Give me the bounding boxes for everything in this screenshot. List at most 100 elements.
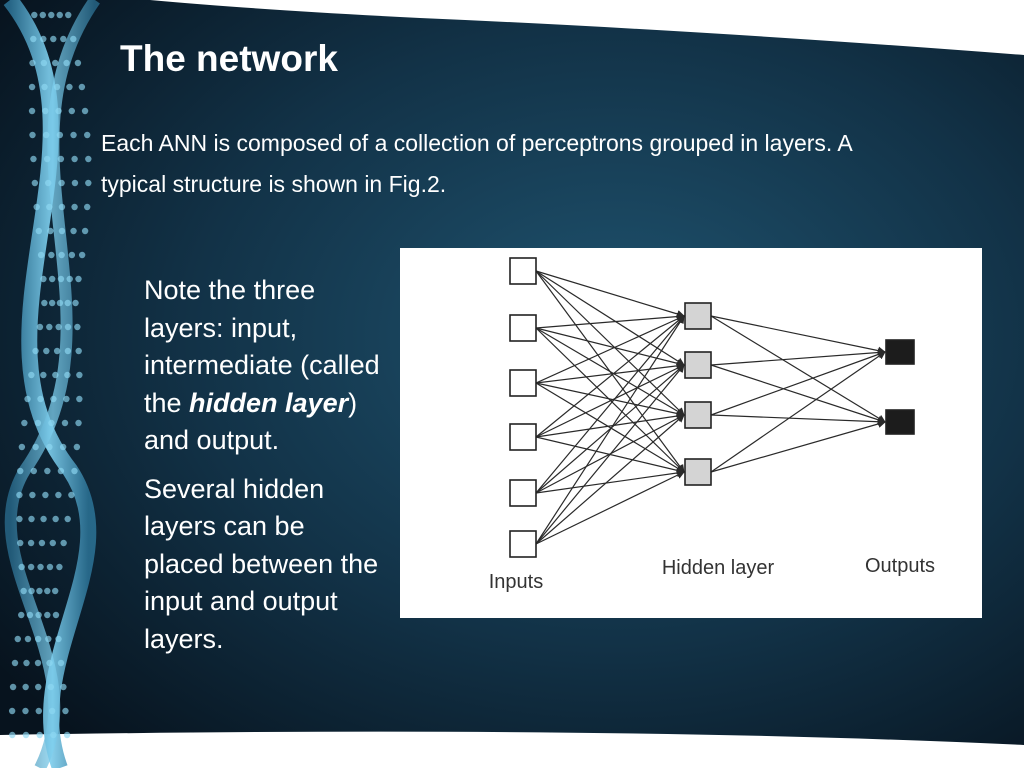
dna-helix-decoration — [3, 0, 100, 768]
connection-line — [710, 315, 886, 423]
connection-line — [710, 350, 886, 416]
input-node — [509, 479, 537, 507]
helix-dot — [17, 539, 24, 547]
helix-dot — [23, 659, 30, 667]
connection-line — [535, 382, 685, 473]
helix-dot — [37, 251, 45, 259]
helix-dot — [45, 635, 52, 643]
connection-line — [535, 382, 685, 418]
connection-line — [710, 420, 886, 473]
helix-dot — [16, 491, 23, 499]
helix-dot — [35, 707, 42, 715]
helix-dot — [70, 227, 77, 235]
helix-dot — [52, 371, 59, 379]
helix-dot — [52, 515, 59, 523]
helix-dot — [22, 683, 29, 691]
connection-line — [535, 327, 685, 416]
helix-dot — [29, 131, 36, 139]
helix-dot — [68, 491, 75, 499]
input-node — [509, 314, 537, 342]
helix-dot — [59, 443, 67, 451]
helix-dot — [31, 11, 38, 19]
output-layer-label: Outputs — [865, 555, 935, 577]
side-paragraph-hidden-layers: Several hidden layers can be placed betw… — [144, 473, 379, 654]
helix-dot — [58, 227, 66, 235]
helix-dot — [57, 275, 65, 283]
helix-dot — [47, 227, 54, 235]
helix-dot — [71, 203, 78, 211]
helix-dot — [58, 179, 65, 187]
helix-dot — [40, 275, 47, 283]
connection-lines — [535, 270, 886, 545]
input-node — [509, 423, 537, 451]
connection-line — [710, 351, 886, 473]
helix-dot — [40, 371, 47, 379]
slide-title: The network — [120, 38, 338, 79]
helix-dot — [37, 395, 44, 403]
helix-dot — [60, 539, 67, 547]
helix-dot — [56, 131, 64, 139]
helix-dot — [27, 539, 35, 547]
helix-dot — [52, 611, 60, 619]
helix-dot — [56, 563, 63, 571]
connection-line — [535, 315, 685, 494]
helix-dot — [44, 587, 51, 595]
helix-dot — [36, 731, 43, 739]
helix-dot — [24, 395, 31, 403]
helix-dot — [32, 443, 39, 451]
helix-dot — [35, 227, 43, 235]
helix-dot — [28, 515, 35, 523]
helix-dot — [43, 347, 50, 355]
helix-dot — [58, 203, 66, 211]
helix-dot — [48, 275, 56, 283]
helix-dot — [22, 731, 30, 739]
helix-dot — [46, 203, 53, 211]
helix-dot — [28, 587, 35, 595]
connection-line — [535, 312, 685, 329]
connection-line — [535, 315, 685, 545]
helix-dot — [42, 491, 49, 499]
helix-dot — [55, 491, 62, 499]
hidden-node — [684, 458, 712, 486]
connection-line — [535, 412, 685, 438]
helix-dot — [84, 203, 91, 211]
helix-dot — [21, 419, 28, 427]
helix-dot — [57, 155, 65, 163]
helix-dot — [63, 731, 71, 739]
helix-dot — [34, 659, 42, 667]
helix-dot — [85, 155, 92, 163]
connection-line — [710, 315, 886, 355]
helix-dot — [60, 35, 67, 43]
helix-dot — [71, 155, 78, 163]
helix-dot — [55, 635, 62, 643]
helix-dot — [64, 299, 71, 307]
helix-dot — [31, 179, 39, 187]
helix-dot — [61, 419, 69, 427]
connection-line — [535, 327, 685, 473]
connection-line — [535, 469, 685, 494]
helix-dot — [74, 323, 81, 331]
helix-dot — [68, 107, 75, 115]
helix-dot — [53, 347, 61, 355]
helix-dot — [65, 11, 72, 19]
helix-dot — [70, 35, 77, 43]
hidden-node — [684, 351, 712, 379]
helix-dot — [42, 131, 50, 139]
hidden-node — [684, 302, 712, 330]
connection-line — [535, 414, 685, 545]
helix-dot — [24, 635, 32, 643]
helix-dot — [68, 251, 76, 259]
helix-dot — [38, 539, 46, 547]
helix-dot — [37, 563, 44, 571]
helix-dot — [20, 587, 27, 595]
connection-line — [535, 471, 685, 545]
helix-dot — [43, 155, 51, 163]
helix-dot — [66, 83, 73, 91]
connection-line — [535, 315, 685, 384]
helix-dot — [71, 467, 78, 475]
helix-dot — [58, 251, 65, 259]
helix-dot — [9, 683, 17, 691]
helix-dot — [60, 683, 67, 691]
helix-dot — [48, 707, 56, 715]
helix-dot — [18, 563, 25, 571]
